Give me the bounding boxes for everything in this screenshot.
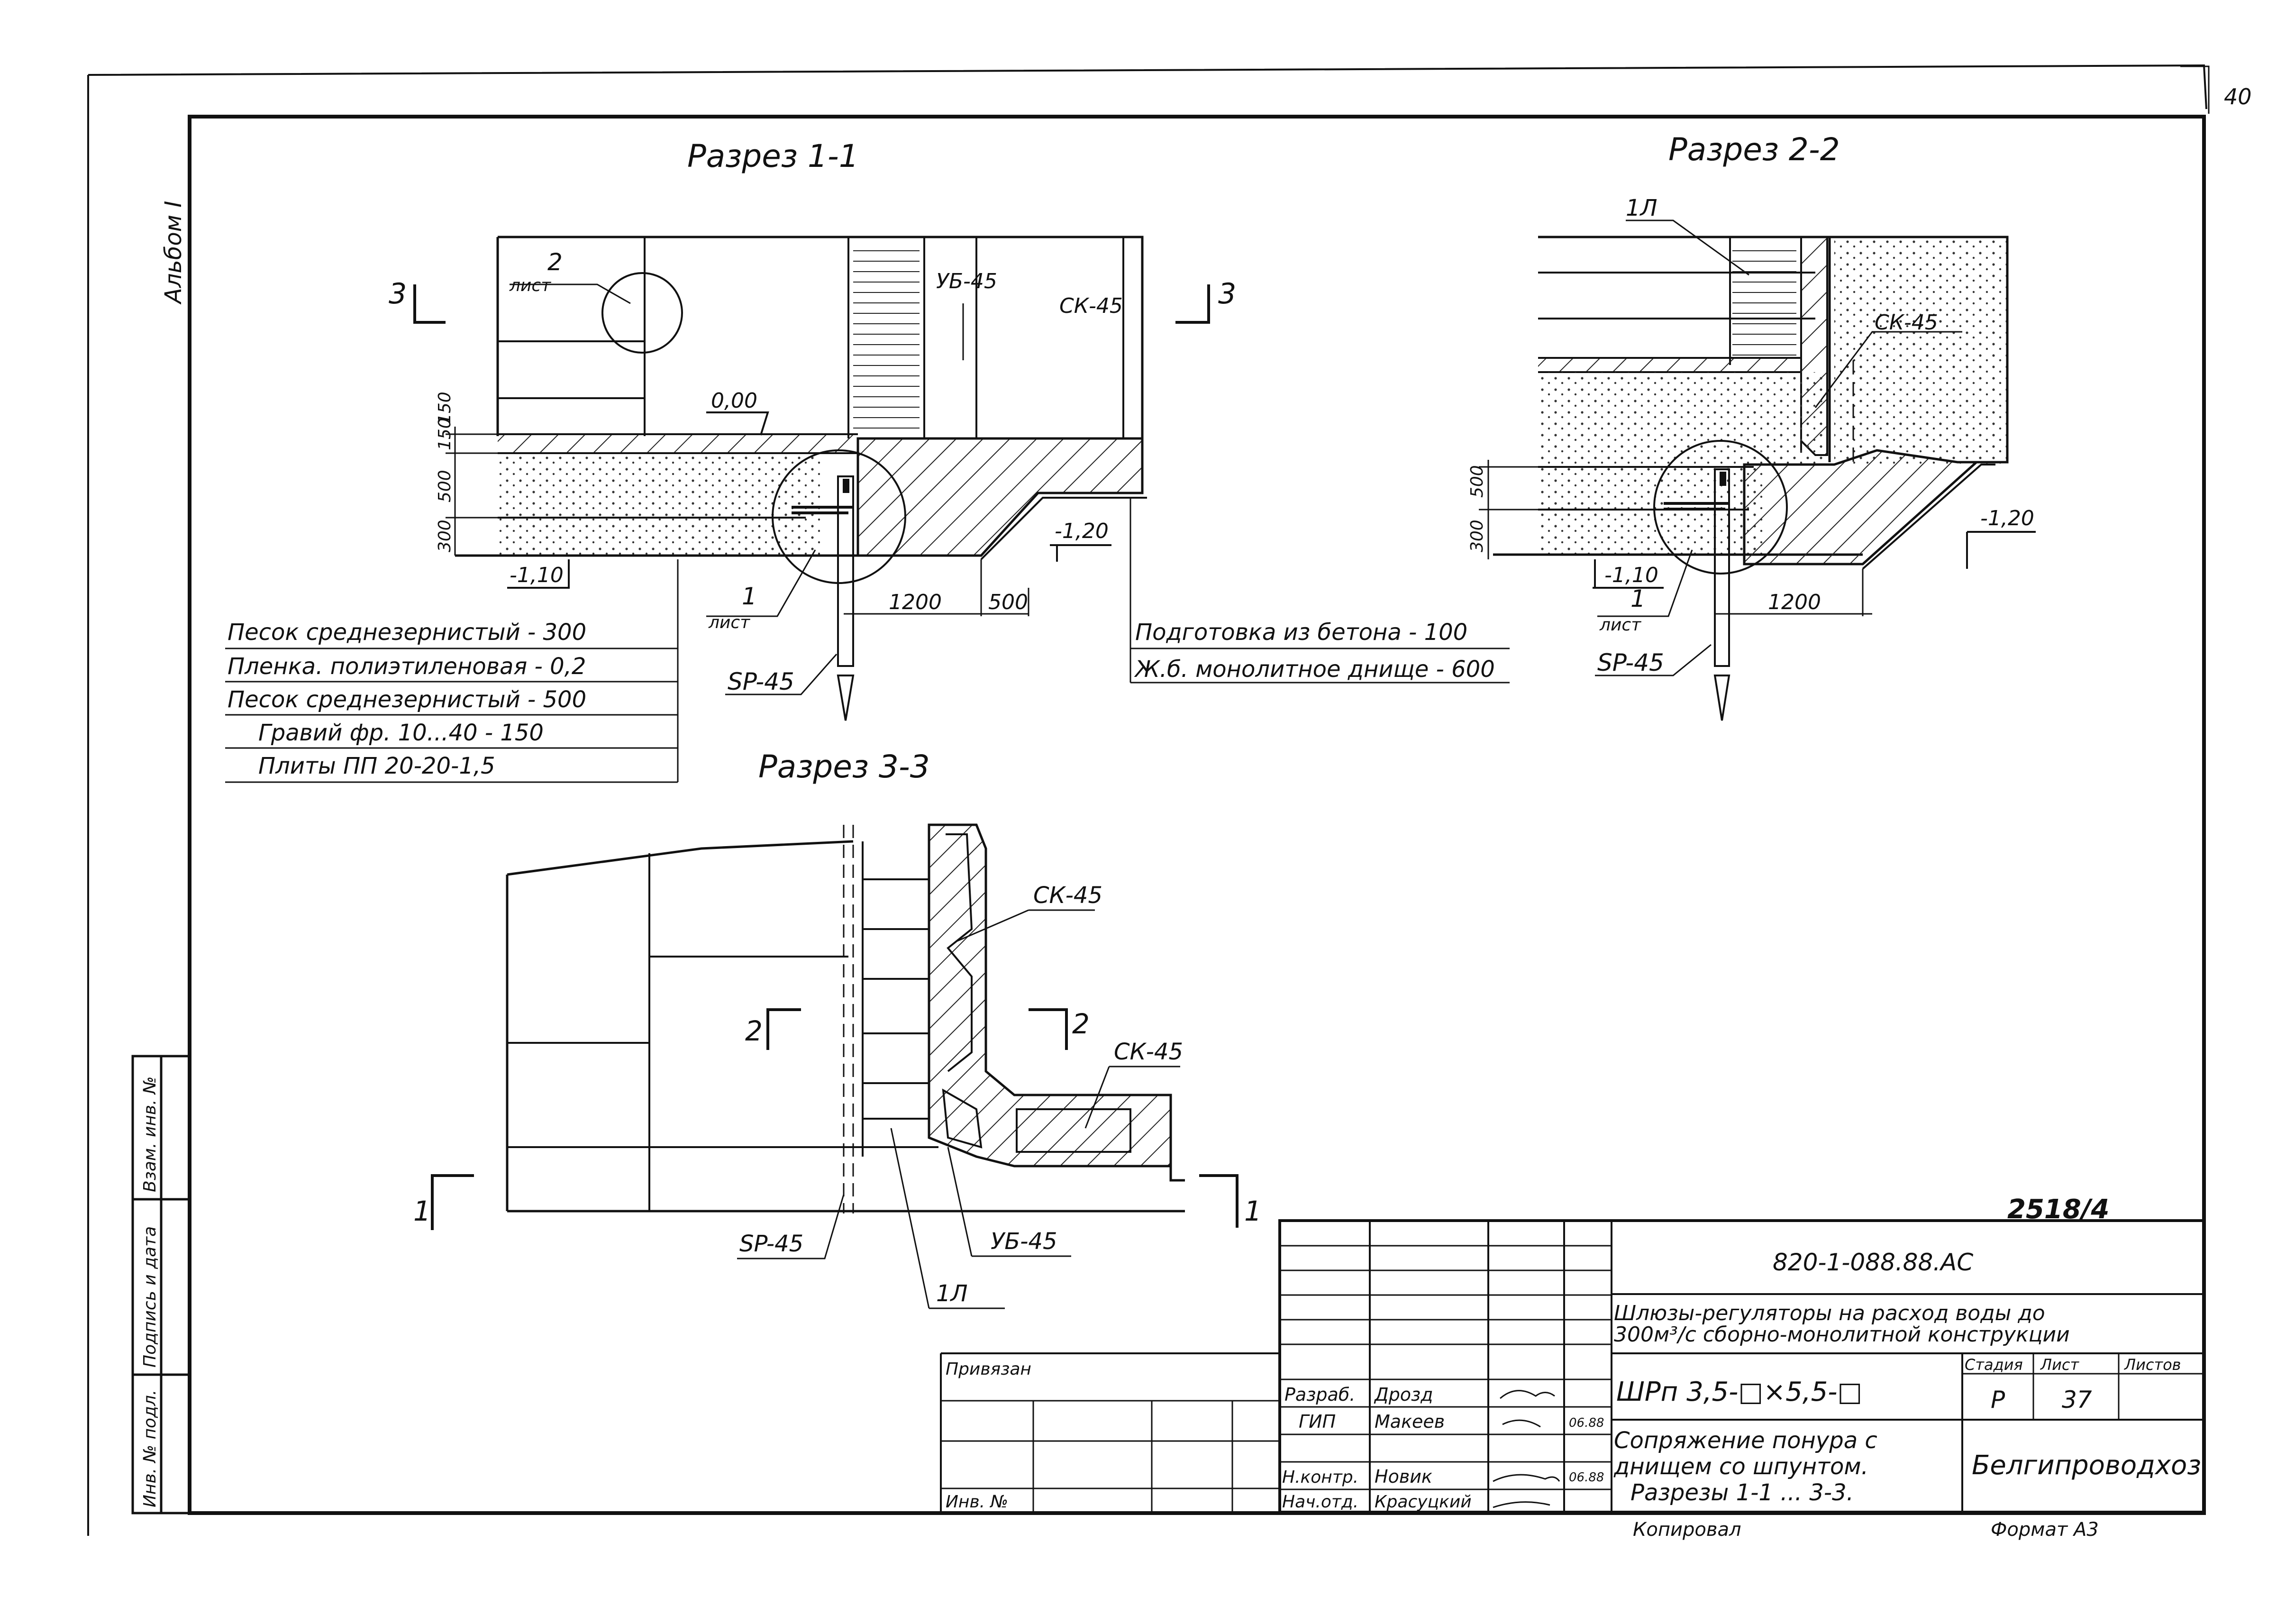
project-title-2: 300м³/с сборно-монолитной конструкции	[1614, 1323, 2070, 1347]
doc-code: 820-1-088.88.АС	[1773, 1249, 1973, 1276]
s1-level-110: -1,10	[510, 563, 564, 587]
s1-layer-4: Гравий фр. 10...40 - 150	[258, 720, 544, 746]
s2-dim-1200: 1200	[1768, 590, 1821, 614]
page-number: 40	[2224, 84, 2252, 109]
s3-1l-label: 1Л	[936, 1280, 968, 1307]
s1-right-layers: Подготовка из бетона - 100 Ж.б. монолитн…	[1130, 619, 1510, 684]
s1-dim-300: 300	[435, 520, 455, 552]
s2-level-110: -1,10	[1604, 563, 1658, 587]
s2-sk-label: СК-45	[1875, 310, 1938, 335]
sheet-title-2: днищем со шпунтом.	[1613, 1453, 1868, 1480]
side-stamp: Альбом I Взам. инв. № Подпись и дата Инв…	[131, 201, 191, 1515]
section-1-title: Разрез 1-1	[687, 138, 859, 174]
s2-dim-500: 500	[1467, 465, 1487, 498]
name-makeev: Макеев	[1375, 1411, 1445, 1432]
s1-ref-top-num: 2	[547, 248, 563, 276]
s3-ub-label: УБ-45	[991, 1228, 1057, 1255]
side-inv-podl-label: Инв. № подл.	[140, 1390, 160, 1507]
date-2: 06.88	[1569, 1470, 1604, 1485]
s3-mark1-right: 1	[1244, 1195, 1262, 1227]
s1-layer-r1: Подготовка из бетона - 100	[1135, 619, 1467, 646]
side-vzam-label: Взам. инв. №	[140, 1077, 160, 1192]
s1-level-0: 0,00	[711, 389, 757, 413]
role-razrab: Разраб.	[1284, 1384, 1355, 1405]
privyazan-label: Привязан	[946, 1359, 1031, 1379]
s1-layer-2: Пленка. полиэтиленовая - 0,2	[228, 653, 586, 680]
s1-level-120: -1,20	[1055, 519, 1109, 543]
format-label: Формат А3	[1991, 1519, 2099, 1541]
sheet-value: 37	[2062, 1386, 2092, 1414]
s2-sp-label: SP-45	[1597, 649, 1664, 676]
s1-dim-500: 500	[435, 470, 455, 502]
s1-mark-right: 3	[1218, 277, 1236, 310]
s3-sp-label: SP-45	[739, 1231, 803, 1257]
mark-designation: ШРп 3,5-□×5,5-□	[1616, 1377, 1862, 1407]
s3-mark2-left: 2	[745, 1015, 763, 1047]
section-2-title: Разрез 2-2	[1668, 131, 1840, 168]
s3-sk-top-label: СК-45	[1033, 882, 1102, 909]
s1-dim-150a: 150	[435, 392, 455, 424]
s1-sp-label: SP-45	[728, 668, 794, 695]
sheet-frame: 40	[87, 64, 2252, 1536]
role-gip: ГИП	[1299, 1411, 1336, 1432]
s1-layer-3: Песок среднезернистый - 500	[228, 686, 586, 713]
title-block: 2518/4 Привязан Инв. № Разраб. ГИП Н.кон…	[940, 1194, 2205, 1541]
role-nkontr: Н.контр.	[1282, 1468, 1358, 1487]
s3-mark2-right: 2	[1072, 1008, 1090, 1040]
sheet-header: Лист	[2040, 1356, 2079, 1374]
date-1: 06.88	[1569, 1416, 1604, 1430]
album-label: Альбом I	[160, 201, 187, 305]
s2-1l-label: 1Л	[1626, 195, 1658, 221]
s1-dim-500b: 500	[988, 590, 1028, 614]
inv-no-label: Инв. №	[946, 1492, 1008, 1512]
s1-dim-150b: 150	[435, 418, 455, 450]
s1-ref-top-word: лист	[509, 276, 551, 295]
sheet-title-3: Разрезы 1-1 ... 3-3.	[1630, 1479, 1854, 1506]
organization: Белгипроводхоз	[1972, 1450, 2201, 1481]
name-drozd: Дрозд	[1374, 1384, 1433, 1405]
s1-sk-label: СК-45	[1059, 294, 1123, 318]
s2-dim-300: 300	[1467, 520, 1487, 552]
name-novik: Новик	[1375, 1466, 1432, 1487]
s1-mark-left: 3	[389, 277, 407, 310]
name-krasutsky: Красуцкий	[1375, 1492, 1472, 1512]
s3-mark1-left: 1	[413, 1195, 431, 1227]
stage-header: Стадия	[1965, 1356, 2023, 1374]
s1-ref-bottom-num: 1	[742, 583, 757, 610]
section-2-2: Разрез 2-2 1Л СК-45 500	[1467, 131, 2036, 721]
sheet-title-1: Сопряжение понура с	[1614, 1427, 1877, 1454]
s1-left-layers: Песок среднезернистый - 300 Пленка. поли…	[225, 619, 678, 783]
stage-value: Р	[1991, 1386, 2005, 1414]
s2-ref-word: лист	[1599, 615, 1641, 635]
side-podpis-label: Подпись и дата	[140, 1226, 160, 1368]
section-3-3: Разрез 3-3 СК-45 СК-45 2 2 1 1	[413, 748, 1262, 1309]
copied-label: Копировал	[1633, 1519, 1741, 1541]
s2-level-120: -1,20	[1980, 506, 2034, 530]
section-3-title: Разрез 3-3	[758, 748, 930, 785]
s1-layer-5: Плиты ПП 20-20-1,5	[258, 753, 495, 779]
section-1-1: Разрез 1-1 2 лист УБ-45 СК-45 3 3	[225, 138, 1510, 783]
role-nachotd: Нач.отд.	[1282, 1492, 1358, 1512]
s1-layer-1: Песок среднезернистый - 300	[228, 619, 586, 646]
s1-layer-r2: Ж.б. монолитное днище - 600	[1134, 656, 1495, 683]
s3-sk-mid-label: СК-45	[1114, 1039, 1183, 1065]
sheets-header: Листов	[2124, 1356, 2181, 1374]
s1-ub-label: УБ-45	[936, 269, 997, 293]
s2-ref-num: 1	[1630, 585, 1646, 612]
project-title-1: Шлюзы-регуляторы на расход воды до	[1614, 1301, 2045, 1325]
s1-dim-1200: 1200	[889, 590, 942, 614]
